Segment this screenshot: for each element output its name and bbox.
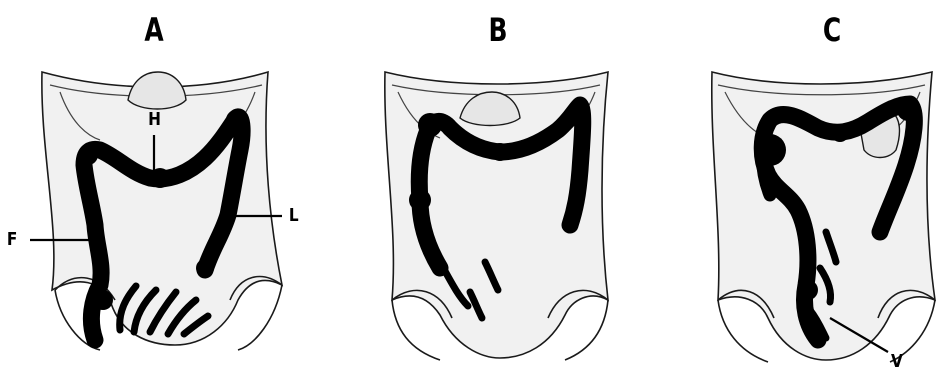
panel-c-title: C xyxy=(809,10,856,50)
panel-b-torso-edge-right xyxy=(565,300,608,360)
panel-a-label-f: F xyxy=(7,230,17,250)
panel-c-colon-haustra-2 xyxy=(897,99,919,121)
panel-c-torso-edge-left xyxy=(718,300,768,362)
panel-b xyxy=(385,72,608,360)
panel-a-colon-haustra-2 xyxy=(226,110,246,130)
panel-a-colon-haustra-4 xyxy=(93,290,113,310)
panel-a-title: A xyxy=(131,10,178,50)
panel-c-label-v: V xyxy=(891,352,903,372)
panel-b-colon-haustra-4 xyxy=(409,189,431,211)
panel-a-colon-haustra-5 xyxy=(196,259,214,277)
panel-c-colon-haustra-1 xyxy=(754,134,786,166)
panel-a-label-l: L xyxy=(289,206,299,226)
panel-a-label-h: H xyxy=(148,110,161,130)
panel-c-colon-haustra-4 xyxy=(798,280,818,300)
panel-a-torso-edge-right xyxy=(238,285,282,350)
panel-a-colon-haustra-3 xyxy=(78,145,98,165)
panel-b-torso-edge-left xyxy=(392,300,440,360)
panel-b-title: B xyxy=(475,10,522,50)
panel-b-colon-haustra-1 xyxy=(418,113,442,137)
panel-c xyxy=(712,72,935,362)
panel-a-colon-haustra-1 xyxy=(150,168,170,188)
panel-a-stomach xyxy=(128,72,186,109)
panel-c-colon-haustra-3 xyxy=(831,124,849,142)
panel-b-colon-haustra-2 xyxy=(491,143,509,161)
panel-b-colon-haustra-3 xyxy=(568,100,588,120)
